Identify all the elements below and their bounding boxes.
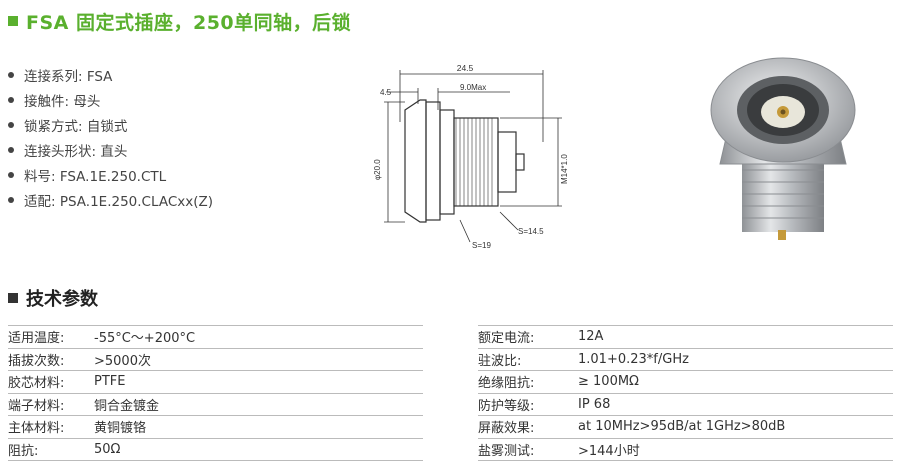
- bullet-icon: [8, 121, 14, 128]
- table-row: 插拔次数: >5000次: [8, 349, 423, 371]
- param-key: 阻抗:: [8, 443, 39, 459]
- param-value: >144小时: [578, 443, 640, 459]
- param-value: at 10MHz>95dB/at 1GHz>80dB: [578, 419, 786, 435]
- dim-left: 4.5: [380, 88, 392, 97]
- list-item: 接触件: 母头: [8, 89, 213, 110]
- param-value: 铜合金镀金: [94, 398, 160, 414]
- dim-thread: M14*1.0: [560, 154, 569, 184]
- connector-photo: [710, 57, 856, 240]
- dim-max: 9.0Max: [460, 83, 486, 92]
- param-value: 50Ω: [94, 441, 121, 457]
- table-row: 主体材料: 黄铜镀铬: [8, 416, 423, 439]
- table-row: 端子材料: 铜合金镀金: [8, 394, 423, 416]
- bullet-icon: [8, 71, 14, 78]
- spec-label: 连接系列: FSA: [24, 68, 113, 85]
- table-row: 屏蔽效果: at 10MHz>95dB/at 1GHz>80dB: [478, 416, 893, 439]
- table-row: 额定电流: 12A: [478, 325, 893, 349]
- table-row: 胶芯材料: PTFE: [8, 371, 423, 394]
- table-row: 驻波比: 1.01+0.23*f/GHz: [478, 349, 893, 371]
- param-value: >5000次: [94, 353, 151, 369]
- param-key: 防护等级:: [478, 398, 535, 414]
- section-title: 技术参数: [26, 289, 98, 310]
- table-row: 阻抗: 50Ω: [8, 439, 423, 461]
- param-value: 黄铜镀铬: [94, 421, 147, 437]
- params-table-right: 额定电流: 12A 驻波比: 1.01+0.23*f/GHz 绝缘阻抗: ≥ 100M…: [478, 325, 893, 461]
- param-value: 1.01+0.23*f/GHz: [578, 351, 689, 367]
- table-row: 防护等级: IP 68: [478, 394, 893, 416]
- title-text: FSA 固定式插座，250单同轴，后锁: [26, 11, 352, 34]
- table-row: 适用温度: -55°C～+200°C: [8, 325, 423, 349]
- param-key: 绝缘阻抗:: [478, 376, 535, 392]
- technical-drawing: 24.5 4.5 9.0Max φ20.0 M14*1.0 S=14.5 S=1…: [373, 63, 569, 250]
- param-key: 端子材料:: [8, 398, 65, 414]
- spec-label: 料号: FSA.1E.250.CTL: [24, 168, 167, 185]
- list-item: 连接系列: FSA: [8, 64, 213, 85]
- spec-label: 接触件: 母头: [24, 93, 101, 110]
- param-value: ≥ 100MΩ: [578, 374, 639, 390]
- dim-s145: S=14.5: [518, 227, 544, 236]
- list-item: 适配: PSA.1E.250.CLACxx(Z): [8, 189, 213, 210]
- section-marker: [8, 293, 18, 303]
- bullet-icon: [8, 171, 14, 178]
- list-item: 料号: FSA.1E.250.CTL: [8, 164, 213, 185]
- list-item: 锁紧方式: 自锁式: [8, 114, 213, 135]
- param-value: 12A: [578, 329, 604, 345]
- param-value: -55°C～+200°C: [94, 331, 196, 347]
- param-value: PTFE: [94, 374, 126, 390]
- param-key: 适用温度:: [8, 331, 65, 347]
- param-key: 屏蔽效果:: [478, 421, 535, 437]
- spec-label: 锁紧方式: 自锁式: [24, 118, 128, 135]
- page-title: FSA 固定式插座，250单同轴，后锁: [8, 8, 351, 34]
- params-table-left: 适用温度:-55°C～+200°C 插拔次数:>5000次 胶芯材料:PTFE …: [8, 325, 423, 461]
- param-key: 额定电流:: [478, 331, 535, 347]
- spec-list: 连接系列: FSA 接触件: 母头 锁紧方式: 自锁式 连接头形状: 直头 料号…: [8, 64, 213, 214]
- dim-diameter: φ20.0: [373, 159, 382, 180]
- table-row: 绝缘阻抗: ≥ 100MΩ: [478, 371, 893, 394]
- title-marker: [8, 16, 18, 26]
- bullet-icon: [8, 146, 14, 153]
- param-key: 驻波比:: [478, 353, 522, 369]
- spec-label: 连接头形状: 直头: [24, 143, 128, 160]
- param-key: 胶芯材料:: [8, 376, 65, 392]
- bullet-icon: [8, 96, 14, 103]
- table-row: 盐雾测试: >144小时: [478, 439, 893, 461]
- section-header: 技术参数: [8, 285, 98, 311]
- param-key: 插拔次数:: [8, 353, 65, 369]
- param-key: 主体材料:: [8, 421, 65, 437]
- param-key: 盐雾测试:: [478, 443, 535, 459]
- dim-total: 24.5: [457, 63, 474, 73]
- list-item: 连接头形状: 直头: [8, 139, 213, 160]
- param-value: IP 68: [578, 396, 611, 412]
- dim-s19: S=19: [472, 241, 491, 250]
- bullet-icon: [8, 196, 14, 203]
- spec-label: 适配: PSA.1E.250.CLACxx(Z): [24, 193, 213, 210]
